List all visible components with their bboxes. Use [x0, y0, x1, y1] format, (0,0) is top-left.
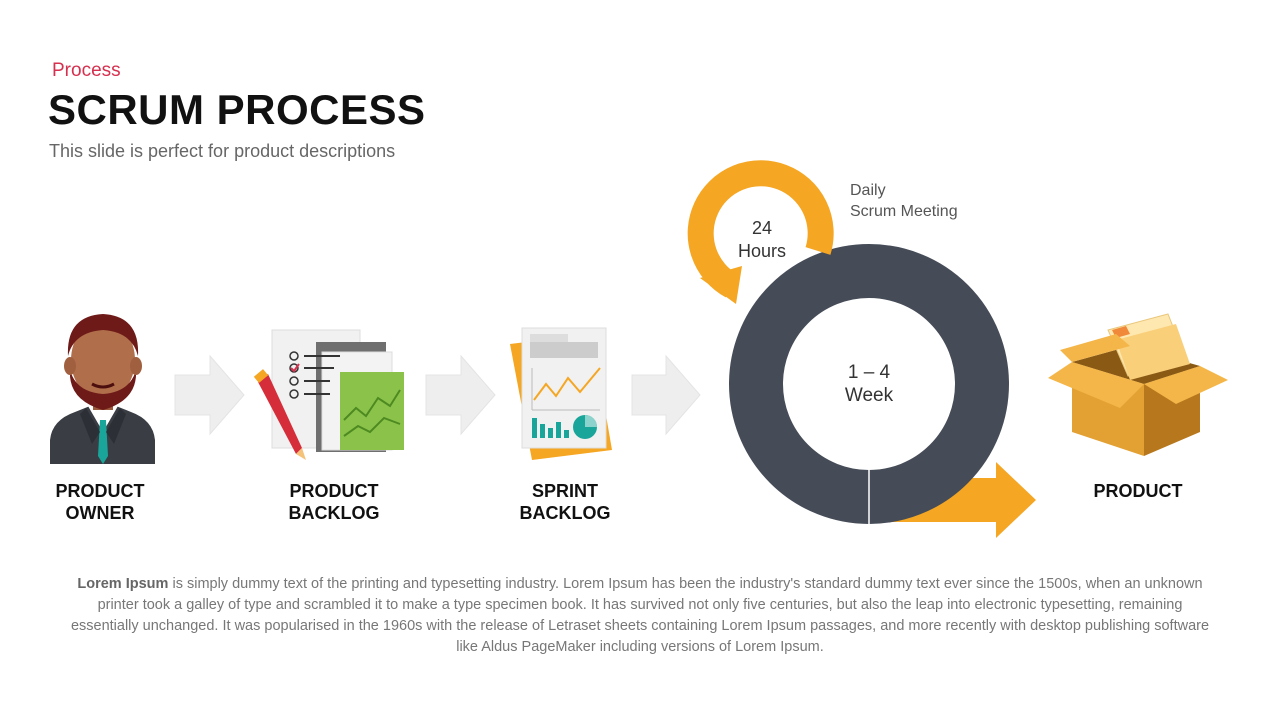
description-body: is simply dummy text of the printing and…	[70, 576, 1210, 655]
flow-arrow-1	[174, 354, 245, 436]
page-subtitle: This slide is perfect for product descri…	[49, 141, 396, 161]
step-label-product-backlog: PRODUCT BACKLOG	[288, 481, 380, 523]
description-lead: Lorem Ipsum	[77, 576, 169, 592]
flow-arrow-2	[425, 354, 496, 436]
description-paragraph: Lorem Ipsum is simply dummy text of the …	[62, 574, 1218, 658]
checklist-icon	[253, 329, 404, 460]
person-icon	[50, 314, 155, 464]
daily-loop-arrow	[687, 160, 834, 304]
flow-arrow-3	[631, 354, 701, 436]
section-kicker: Process	[52, 60, 121, 81]
step-label-product-owner: PRODUCT OWNER	[55, 481, 145, 523]
step-label-sprint-backlog: SPRINT BACKLOG	[519, 481, 611, 523]
daily-scrum-label: Daily Scrum Meeting	[850, 182, 958, 220]
sprint-ring	[729, 244, 1009, 524]
hours-label: 24 Hours	[737, 218, 786, 261]
step-label-product: PRODUCT	[1093, 481, 1183, 501]
page-title: SCRUM PROCESS	[48, 86, 426, 133]
box-folder-icon	[1048, 313, 1228, 456]
sprint-duration-label: 1 – 4 Week	[844, 362, 894, 406]
report-chart-icon	[510, 327, 612, 460]
